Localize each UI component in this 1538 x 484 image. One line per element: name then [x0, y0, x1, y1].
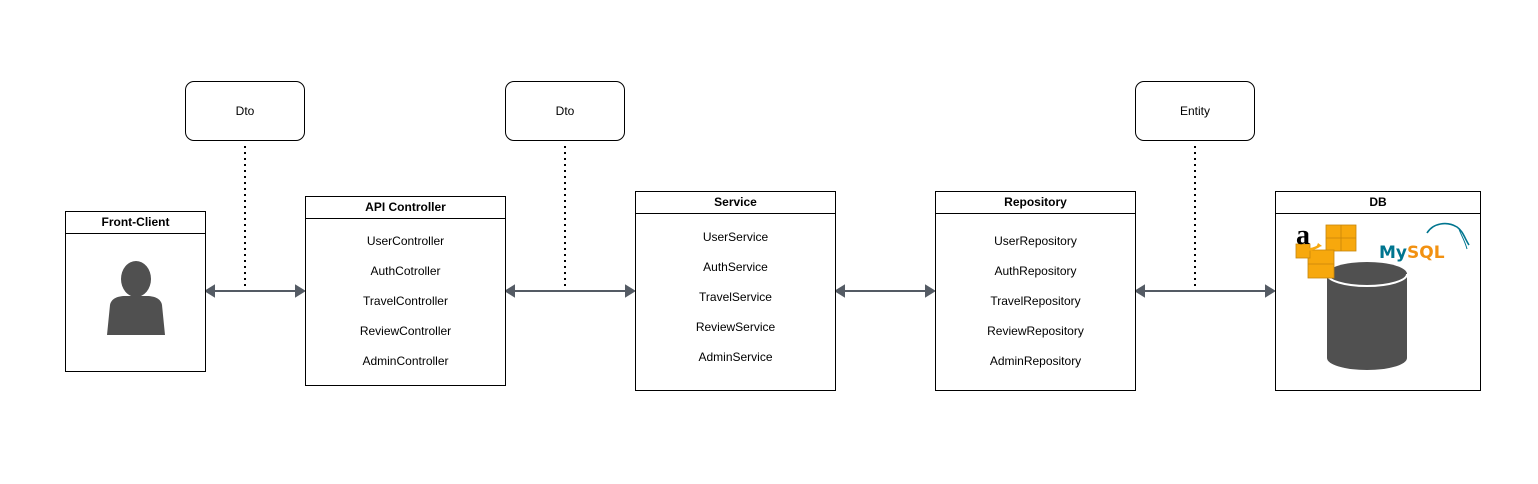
list-item: ReviewRepository: [987, 324, 1084, 338]
dto-note-2-label: Dto: [555, 104, 575, 118]
list-item: AdminService: [698, 350, 773, 364]
list-item: AdminRepository: [989, 354, 1082, 368]
entity-note: Entity: [1135, 81, 1255, 141]
api-controller-box: API Controller UserController AuthCotrol…: [305, 196, 506, 386]
list-item: AuthRepository: [994, 264, 1077, 278]
api-controller-title: API Controller: [306, 197, 505, 219]
list-item: AdminController: [362, 354, 449, 368]
service-title: Service: [636, 192, 835, 214]
mysql-logo-text: MySQL: [1379, 243, 1445, 263]
amazon-logo-letter: a: [1296, 220, 1310, 251]
mysql-logo: MySQL: [1379, 222, 1470, 263]
list-item: ReviewService: [695, 320, 776, 334]
list-item: UserService: [702, 230, 769, 244]
repository-box: Repository UserRepository AuthRepository…: [935, 191, 1136, 391]
repository-title: Repository: [936, 192, 1135, 214]
entity-note-label: Entity: [1179, 104, 1210, 118]
front-client-title: Front-Client: [66, 212, 205, 234]
db-title: DB: [1276, 192, 1480, 214]
list-item: AuthCotroller: [370, 264, 441, 278]
service-box: Service UserService AuthService TravelSe…: [635, 191, 836, 391]
list-item: AuthService: [703, 260, 768, 274]
dto-note-1-label: Dto: [235, 104, 255, 118]
db-box: DB a MySQL: [1275, 191, 1481, 391]
list-item: TravelRepository: [990, 294, 1081, 308]
user-icon: [107, 261, 165, 335]
dto-note-2: Dto: [505, 81, 625, 141]
list-item: TravelController: [363, 294, 448, 308]
list-item: ReviewController: [359, 324, 452, 338]
amazon-aws-icon: a: [1295, 220, 1357, 279]
list-item: UserRepository: [994, 234, 1077, 248]
front-client-box: Front-Client: [65, 211, 206, 372]
dto-note-1: Dto: [185, 81, 305, 141]
list-item: UserController: [366, 234, 445, 248]
list-item: TravelService: [699, 290, 772, 304]
database-icon: [1326, 262, 1408, 370]
